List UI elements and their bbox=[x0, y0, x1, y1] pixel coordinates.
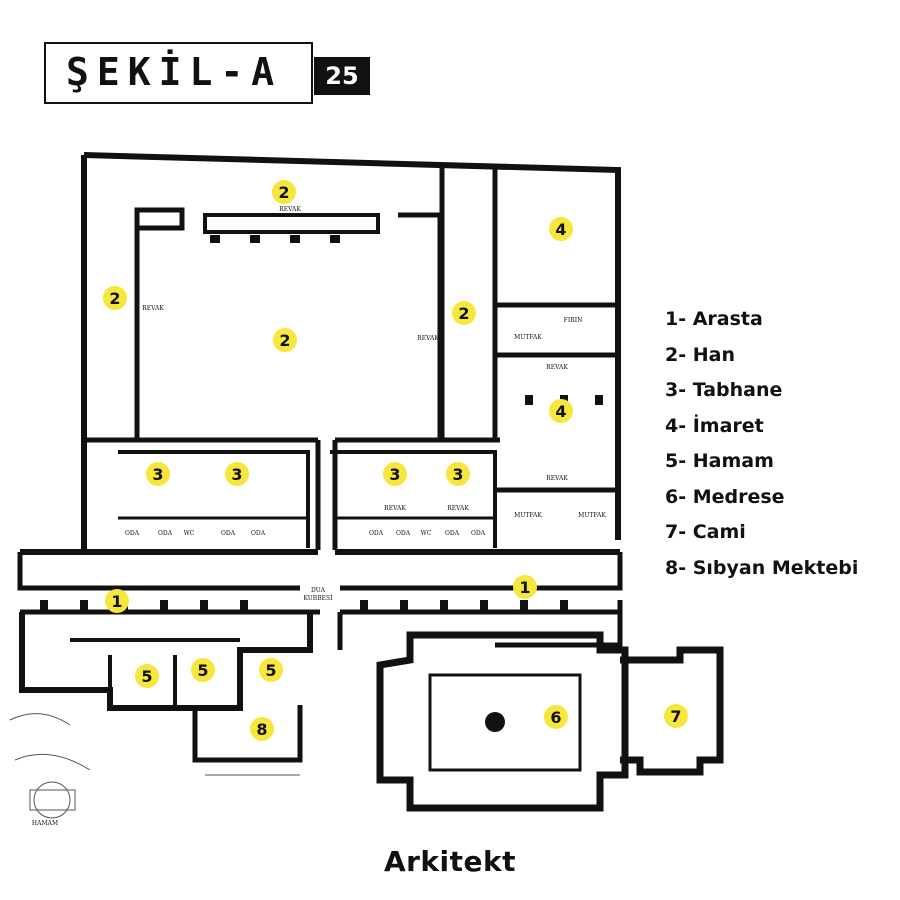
label-mutfak-2: MUTFAK bbox=[514, 512, 542, 519]
legend-item-tabhane: 3- Tabhane bbox=[665, 379, 783, 401]
svg-text:1: 1 bbox=[111, 592, 122, 611]
marker-1-arasta-east: 1 bbox=[513, 575, 537, 599]
label-oda-7: ODA bbox=[445, 530, 460, 537]
marker-4-imaret-south: 4 bbox=[549, 399, 573, 423]
figure-title-box: ŞEKİL-A bbox=[44, 42, 313, 104]
legend-item-han: 2- Han bbox=[665, 343, 735, 366]
fountain-icon bbox=[485, 712, 505, 732]
marker-2-han-west: 2 bbox=[103, 286, 127, 310]
marker-5-hamam-1: 5 bbox=[135, 664, 159, 688]
marker-3-tabhane-3: 3 bbox=[383, 462, 407, 486]
label-firin: FIRIN bbox=[564, 317, 583, 324]
svg-text:1: 1 bbox=[519, 578, 530, 597]
legend-item-imaret: 4- İmaret bbox=[665, 414, 764, 437]
mektep-outline bbox=[192, 705, 303, 763]
svg-text:4: 4 bbox=[555, 220, 566, 239]
label-revak-imaret: REVAK bbox=[546, 364, 568, 371]
marker-2-han-east: 2 bbox=[452, 301, 476, 325]
label-hamam-sketch: HAMAM bbox=[32, 820, 58, 827]
marker-2-han-north: 2 bbox=[272, 180, 296, 204]
label-revak-tabhane-2: REVAK bbox=[447, 505, 469, 512]
hamam-outline bbox=[19, 612, 313, 711]
label-wc-2: WC bbox=[421, 530, 432, 537]
svg-text:2: 2 bbox=[278, 183, 289, 202]
label-oda-1: ODA bbox=[125, 530, 140, 537]
label-revak-west: REVAK bbox=[142, 305, 164, 312]
label-oda-8: ODA bbox=[471, 530, 486, 537]
svg-text:2: 2 bbox=[458, 304, 469, 323]
marker-3-tabhane-1: 3 bbox=[146, 462, 170, 486]
label-oda-2: ODA bbox=[158, 530, 173, 537]
svg-text:5: 5 bbox=[197, 661, 208, 680]
svg-text:3: 3 bbox=[231, 465, 242, 484]
svg-text:5: 5 bbox=[141, 667, 152, 686]
label-kubbesi: KUBBESİ bbox=[303, 595, 333, 602]
label-oda-4: ODA bbox=[251, 530, 266, 537]
svg-text:7: 7 bbox=[670, 707, 681, 726]
marker-5-hamam-3: 5 bbox=[259, 658, 283, 682]
brand-logo: Arkitekt bbox=[383, 845, 517, 878]
svg-text:3: 3 bbox=[152, 465, 163, 484]
label-mutfak-1: MUTFAK bbox=[514, 334, 542, 341]
marker-8-mektep: 8 bbox=[250, 717, 274, 741]
label-oda-3: ODA bbox=[221, 530, 236, 537]
marker-3-tabhane-4: 3 bbox=[446, 462, 470, 486]
label-dua: DUA bbox=[311, 587, 326, 594]
label-mutfak-3: MUTFAK bbox=[578, 512, 606, 519]
label-oda-5: ODA bbox=[369, 530, 384, 537]
svg-text:6: 6 bbox=[550, 708, 561, 727]
legend: 1- Arasta 2- Han 3- Tabhane 4- İmaret 5-… bbox=[665, 302, 858, 586]
svg-text:2: 2 bbox=[279, 331, 290, 350]
svg-text:4: 4 bbox=[555, 402, 566, 421]
marker-4-imaret-north: 4 bbox=[549, 217, 573, 241]
marker-1-arasta-west: 1 bbox=[105, 589, 129, 613]
legend-item-sibyan-mektebi: 8- Sıbyan Mektebi bbox=[665, 556, 859, 579]
marker-7-cami: 7 bbox=[664, 704, 688, 728]
label-revak-tabhane-1: REVAK bbox=[384, 505, 406, 512]
label-wc-1: WC bbox=[184, 530, 195, 537]
marker-5-hamam-2: 5 bbox=[191, 658, 215, 682]
label-oda-6: ODA bbox=[396, 530, 411, 537]
legend-item-arasta: 1- Arasta bbox=[665, 308, 763, 330]
legend-item-medrese: 6- Medrese bbox=[665, 485, 785, 508]
medrese-outline bbox=[376, 631, 629, 812]
han-outer-wall bbox=[81, 152, 621, 555]
svg-text:2: 2 bbox=[109, 289, 120, 308]
svg-text:5: 5 bbox=[265, 661, 276, 680]
cami-outline bbox=[620, 646, 724, 776]
label-revak-north: REVAK bbox=[279, 206, 301, 213]
legend-item-cami: 7- Cami bbox=[665, 521, 746, 543]
marker-2-han-court: 2 bbox=[273, 328, 297, 352]
marker-6-medrese: 6 bbox=[544, 705, 568, 729]
figure-title: ŞEKİL-A bbox=[66, 50, 283, 94]
label-revak-imaret-2: REVAK bbox=[546, 475, 568, 482]
label-revak-east: REVAK bbox=[417, 335, 439, 342]
legend-item-hamam: 5- Hamam bbox=[665, 450, 774, 472]
svg-text:3: 3 bbox=[389, 465, 400, 484]
svg-text:8: 8 bbox=[256, 720, 267, 739]
page-number-badge: 25 bbox=[314, 57, 370, 95]
marker-3-tabhane-2: 3 bbox=[225, 462, 249, 486]
svg-text:3: 3 bbox=[452, 465, 463, 484]
